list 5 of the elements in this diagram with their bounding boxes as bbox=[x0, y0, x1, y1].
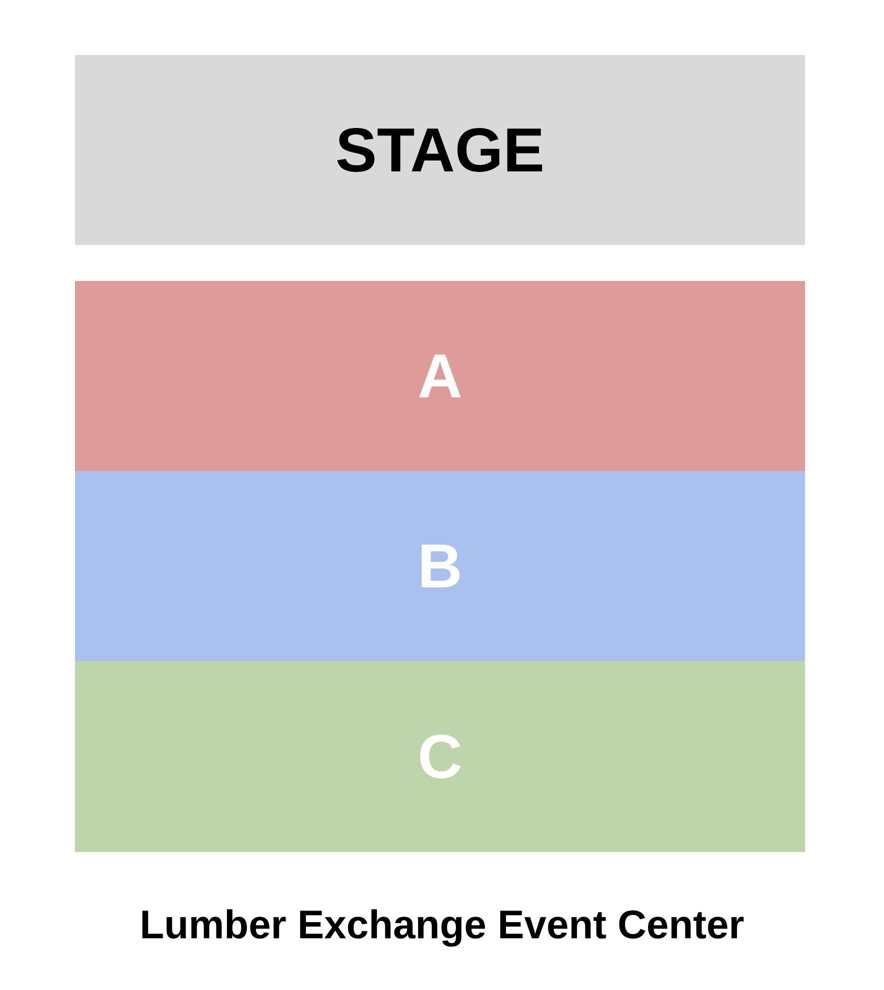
stage-box: STAGE bbox=[75, 55, 805, 245]
seating-section: B bbox=[75, 471, 805, 661]
seating-section: A bbox=[75, 281, 805, 471]
seating-section: C bbox=[75, 661, 805, 852]
caption-text: Lumber Exchange Event Center bbox=[142, 909, 744, 947]
